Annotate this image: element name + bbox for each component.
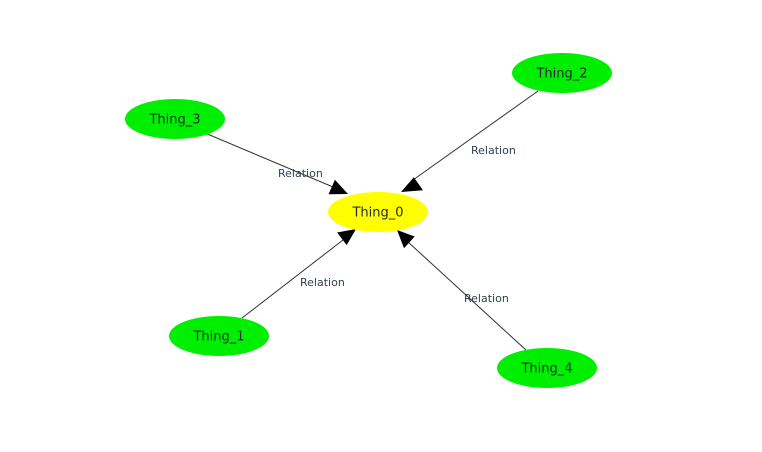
node-thing-3[interactable]: Thing_3 xyxy=(125,99,225,139)
node-label: Thing_0 xyxy=(351,206,403,221)
node-ellipse xyxy=(328,192,428,232)
edge-thing4-to-thing0[interactable]: Relation xyxy=(397,230,527,351)
arrowhead-icon xyxy=(328,179,348,195)
arrowhead-icon xyxy=(401,177,423,192)
node-thing-1[interactable]: Thing_1 xyxy=(169,316,269,356)
node-thing-2[interactable]: Thing_2 xyxy=(512,53,612,93)
node-ellipse xyxy=(497,348,597,388)
edges-layer: Relation Relation Relation Relation xyxy=(204,90,539,351)
node-label: Thing_3 xyxy=(148,113,200,128)
edge-line xyxy=(412,90,539,181)
node-ellipse xyxy=(512,53,612,93)
arrowhead-icon xyxy=(337,229,356,246)
edge-label: Relation xyxy=(464,292,509,305)
edge-thing2-to-thing0[interactable]: Relation xyxy=(401,90,539,192)
node-ellipse xyxy=(169,316,269,356)
node-label: Thing_1 xyxy=(192,330,244,345)
edge-line xyxy=(204,132,334,188)
edge-line xyxy=(407,241,527,351)
edge-line xyxy=(241,239,344,319)
nodes-layer: Thing_0 Thing_1 Thing_2 Thing_3 Thing_4 xyxy=(125,53,612,388)
node-ellipse xyxy=(125,99,225,139)
node-label: Thing_2 xyxy=(535,67,587,82)
node-thing-4[interactable]: Thing_4 xyxy=(497,348,597,388)
edge-thing3-to-thing0[interactable]: Relation xyxy=(204,132,348,195)
node-label: Thing_4 xyxy=(520,362,572,377)
edge-label: Relation xyxy=(278,167,323,180)
edge-thing1-to-thing0[interactable]: Relation xyxy=(241,229,356,319)
node-thing-0[interactable]: Thing_0 xyxy=(328,192,428,232)
edge-label: Relation xyxy=(471,144,516,157)
arrowhead-icon xyxy=(397,230,415,249)
edge-label: Relation xyxy=(300,276,345,289)
